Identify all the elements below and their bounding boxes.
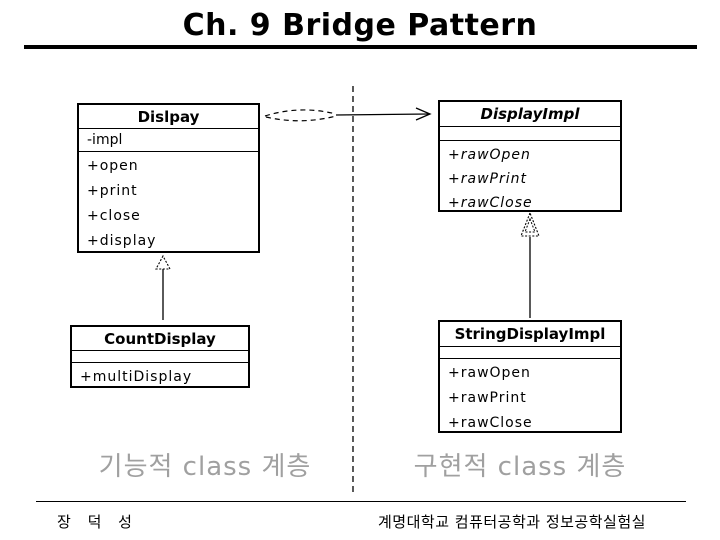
method-print: +print bbox=[87, 183, 138, 199]
class-name: StringDisplayImpl bbox=[440, 322, 620, 347]
footer-author: 장 덕 성 bbox=[57, 513, 138, 531]
attribute-impl: -impl bbox=[87, 132, 123, 148]
footer-divider bbox=[36, 501, 686, 502]
class-name: DisplayImpl bbox=[440, 102, 620, 127]
functional-hierarchy-label: 기능적 class 계층 bbox=[98, 452, 312, 482]
method-rawclose: +rawClose bbox=[448, 195, 533, 211]
generalization-arrow-right bbox=[520, 211, 540, 318]
method-rawopen: +rawOpen bbox=[448, 147, 531, 163]
method-open: +open bbox=[87, 158, 139, 174]
class-name: Dislpay bbox=[79, 105, 258, 129]
empty-attributes-compartment bbox=[440, 127, 620, 141]
method-rawprint: +rawPrint bbox=[448, 171, 527, 187]
class-box-stringdisplayimpl: StringDisplayImpl +rawOpen +rawPrint +ra… bbox=[438, 320, 622, 433]
method-display: +display bbox=[87, 233, 157, 249]
generalization-arrow-left bbox=[155, 254, 171, 320]
bridge-association-arrow bbox=[264, 107, 432, 122]
footer-affiliation: 계명대학교 컴퓨터공학과 정보공학실험실 bbox=[378, 513, 646, 531]
class-box-displayimpl: DisplayImpl +rawOpen +rawPrint +rawClose bbox=[438, 100, 622, 212]
empty-attributes-compartment bbox=[72, 351, 248, 363]
method-close: +close bbox=[87, 208, 141, 224]
method-multidisplay: +multiDisplay bbox=[80, 369, 193, 385]
empty-attributes-compartment bbox=[440, 347, 620, 359]
title-underline bbox=[24, 45, 697, 49]
implementation-hierarchy-label: 구현적 class 계층 bbox=[413, 452, 627, 482]
class-name: CountDisplay bbox=[72, 327, 248, 351]
class-box-countdisplay: CountDisplay +multiDisplay bbox=[70, 325, 250, 388]
page-title: Ch. 9 Bridge Pattern bbox=[182, 8, 538, 43]
method-rawclose: +rawClose bbox=[448, 415, 533, 431]
class-box-display: Dislpay -impl +open +print +close +displ… bbox=[77, 103, 260, 253]
method-rawopen: +rawOpen bbox=[448, 365, 531, 381]
method-rawprint: +rawPrint bbox=[448, 390, 527, 406]
